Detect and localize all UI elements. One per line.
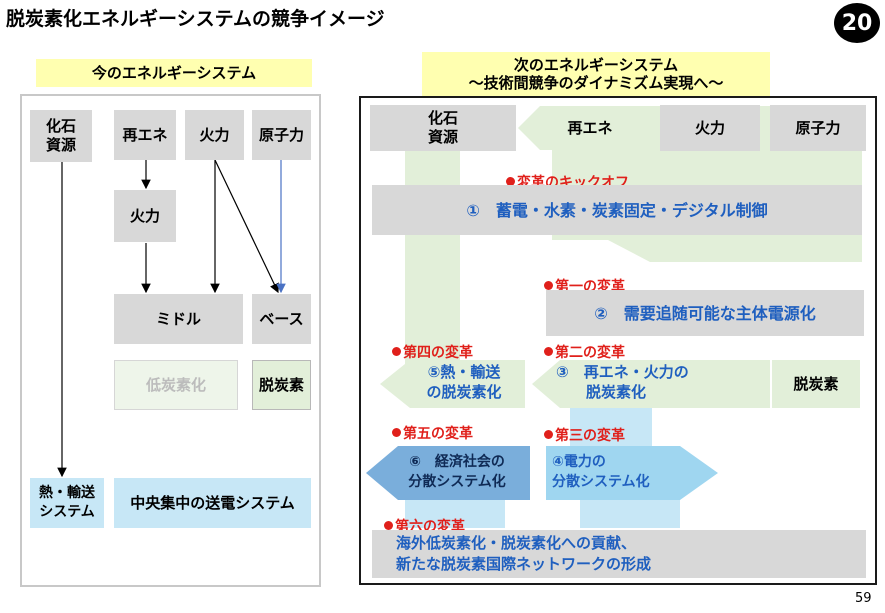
item6-left-arrow <box>366 446 530 500</box>
item4-right-arrow <box>546 446 718 500</box>
item3-to-item4-blue <box>570 408 652 448</box>
right-header-line1: 次のエネルギーシステム <box>513 56 679 74</box>
left-thermal2-box: 火力 <box>114 190 176 242</box>
change4-dot <box>392 347 401 356</box>
left-renewable-box: 再エネ <box>114 110 176 160</box>
item3-renewable-thermal-text: ③ 再エネ・火力の 脱炭素化 <box>556 363 689 401</box>
low-carbon-box: 低炭素化 <box>114 360 238 410</box>
item5-left-arrow <box>380 360 525 408</box>
item7-overseas-network-box: 海外低炭素化・脱炭素化への貢献、 新たな脱炭素国際ネットワークの形成 <box>372 530 866 578</box>
left-fossil-box: 化石 資源 <box>30 110 92 162</box>
page-number: 59 <box>855 591 872 606</box>
kickoff-dot <box>506 177 515 186</box>
right-nuclear-box: 原子力 <box>770 105 866 151</box>
right-panel-header: 次のエネルギーシステム ～技術間競争のダイナミズム実現へ～ <box>422 52 770 96</box>
change6-dot <box>384 521 393 530</box>
left-decarbon-box: 脱炭素 <box>252 360 311 410</box>
central-grid-box: 中央集中の送電システム <box>114 478 311 528</box>
item3-left-arrow <box>532 360 770 408</box>
item2-demand-following-box: ② 需要追随可能な主体電源化 <box>546 290 864 336</box>
change4-text: 第四の変革 <box>403 345 473 361</box>
middle-box: ミドル <box>114 294 243 344</box>
slide-number-badge: 20 <box>834 3 880 43</box>
right-thermal-box: 火力 <box>660 105 760 151</box>
item1-storage-hydrogen-box: ① 蓄電・水素・炭素固定・デジタル制御 <box>372 185 862 235</box>
right-fossil-box: 化石 資源 <box>370 105 516 151</box>
left-panel-header: 今のエネルギーシステム <box>36 59 312 87</box>
change4-label: 第四の変革 <box>392 342 473 362</box>
heat-transport-box: 熱・輸送 システム <box>30 478 104 528</box>
right-decarbon-label: 脱炭素 <box>793 374 839 393</box>
change3-text: 第三の変革 <box>555 428 625 444</box>
current-system-panel <box>20 94 321 587</box>
change3-label: 第三の変革 <box>544 425 625 445</box>
item5-heat-transport-text: ⑤熱・輸送 の脱炭素化 <box>426 363 502 401</box>
decarbon-green-block <box>772 360 860 408</box>
page-title: 脱炭素化エネルギーシステムの競争イメージ <box>6 8 385 30</box>
item4-distributed-power-text: ④電力の 分散システム化 <box>552 454 650 490</box>
item4-down-blue <box>580 500 680 528</box>
change2-label: 第二の変革 <box>544 342 625 362</box>
change5-dot <box>392 428 401 437</box>
change3-dot <box>544 430 553 439</box>
item6-down-blue <box>405 500 505 528</box>
thermal-to-base-arrow <box>214 159 279 294</box>
left-nuclear-box: 原子力 <box>252 110 311 160</box>
change1-dot <box>544 281 553 290</box>
next-system-panel <box>359 96 877 585</box>
change5-text: 第五の変革 <box>403 426 473 442</box>
left-thermal-box: 火力 <box>185 110 244 160</box>
right-header-line2: ～技術間競争のダイナミズム実現へ～ <box>468 74 724 92</box>
change2-text: 第二の変革 <box>555 345 625 361</box>
change5-label: 第五の変革 <box>392 423 473 443</box>
base-box: ベース <box>252 294 311 344</box>
item6-distributed-economy-text: ⑥ 経済社会の 分散システム化 <box>408 454 506 490</box>
right-renewable-label: 再エネ <box>567 118 613 137</box>
change2-dot <box>544 347 553 356</box>
